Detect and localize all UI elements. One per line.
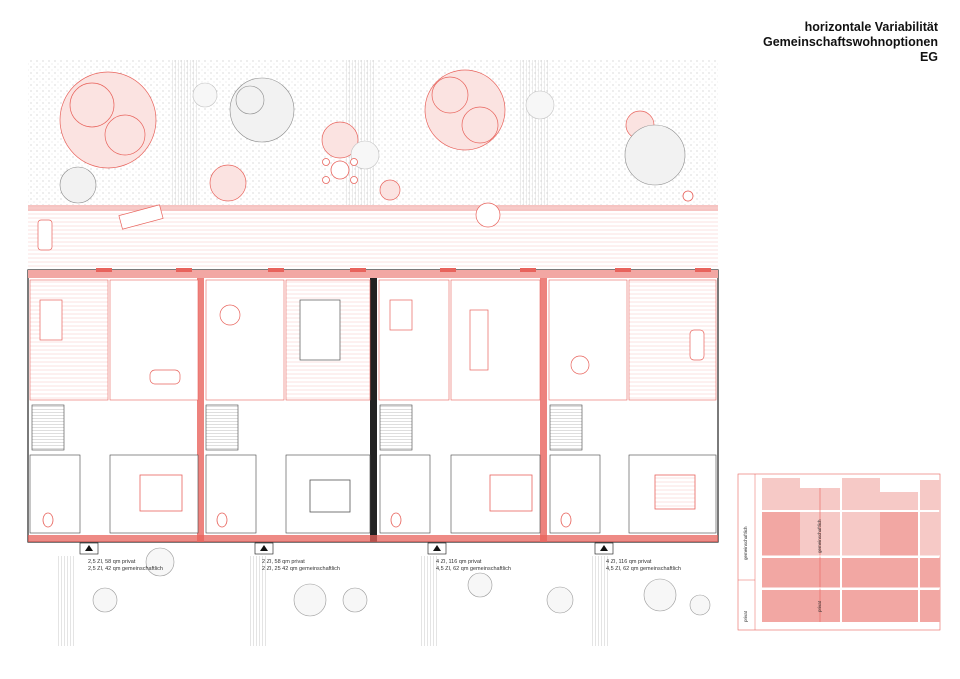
tree-group-grey xyxy=(59,77,686,204)
unit-label-3: 4 ZI, 116 qm privat 4,5 ZI, 62 qm gemein… xyxy=(436,559,511,573)
furniture xyxy=(37,202,705,385)
tree-group-pink xyxy=(59,69,655,202)
unit-4-shared: 4,5 ZI, 62 qm gemeinschaftlich xyxy=(606,566,681,572)
window-openings xyxy=(96,268,711,272)
unit-label-2: 2 ZI, 58 qm privat 2 ZI, 25 42 qm gemein… xyxy=(262,559,340,573)
title-line-3: EG xyxy=(919,50,938,64)
unit-label-1: 2,5 ZI, 58 qm privat 2,5 ZI, 42 qm gemei… xyxy=(88,559,163,573)
unit-4-rooms: 4 ZI, 116 qm privat xyxy=(606,559,652,565)
bathroom-fixtures xyxy=(42,512,572,528)
unit-3-shared: 4,5 ZI, 62 qm gemeinschaftlich xyxy=(436,566,511,572)
unit-3-rooms: 4 ZI, 116 qm privat xyxy=(436,559,482,565)
legend-label-private: privat xyxy=(743,610,748,622)
front-garden xyxy=(58,547,711,646)
legend-label-shared-inner: gemeinschaftlich xyxy=(817,519,822,553)
unit-1-shared: 2,5 ZI, 42 qm gemeinschaftlich xyxy=(88,566,163,572)
garden-table xyxy=(322,158,694,202)
entrance-markers xyxy=(79,542,614,555)
legend-diagram xyxy=(737,473,941,631)
sheet-title: horizontale Variabilität Gemeinschaftswo… xyxy=(763,20,938,65)
beds xyxy=(139,474,696,513)
legend-label-private-inner: privat xyxy=(817,600,822,612)
title-line-2: Gemeinschaftswohnoptionen xyxy=(762,35,938,49)
unit-1-rooms: 2,5 ZI, 58 qm privat xyxy=(88,559,136,565)
unit-label-4: 4 ZI, 116 qm privat 4,5 ZI, 62 qm gemein… xyxy=(606,559,681,573)
legend-label-shared: gemeinschaftlich xyxy=(743,526,748,560)
stairs xyxy=(31,404,583,451)
unit-2-rooms: 2 ZI, 58 qm privat xyxy=(262,559,305,565)
title-line-1: horizontale Variabilität xyxy=(804,20,938,34)
unit-2-shared: 2 ZI, 25 42 qm gemeinschaftlich xyxy=(262,566,340,572)
